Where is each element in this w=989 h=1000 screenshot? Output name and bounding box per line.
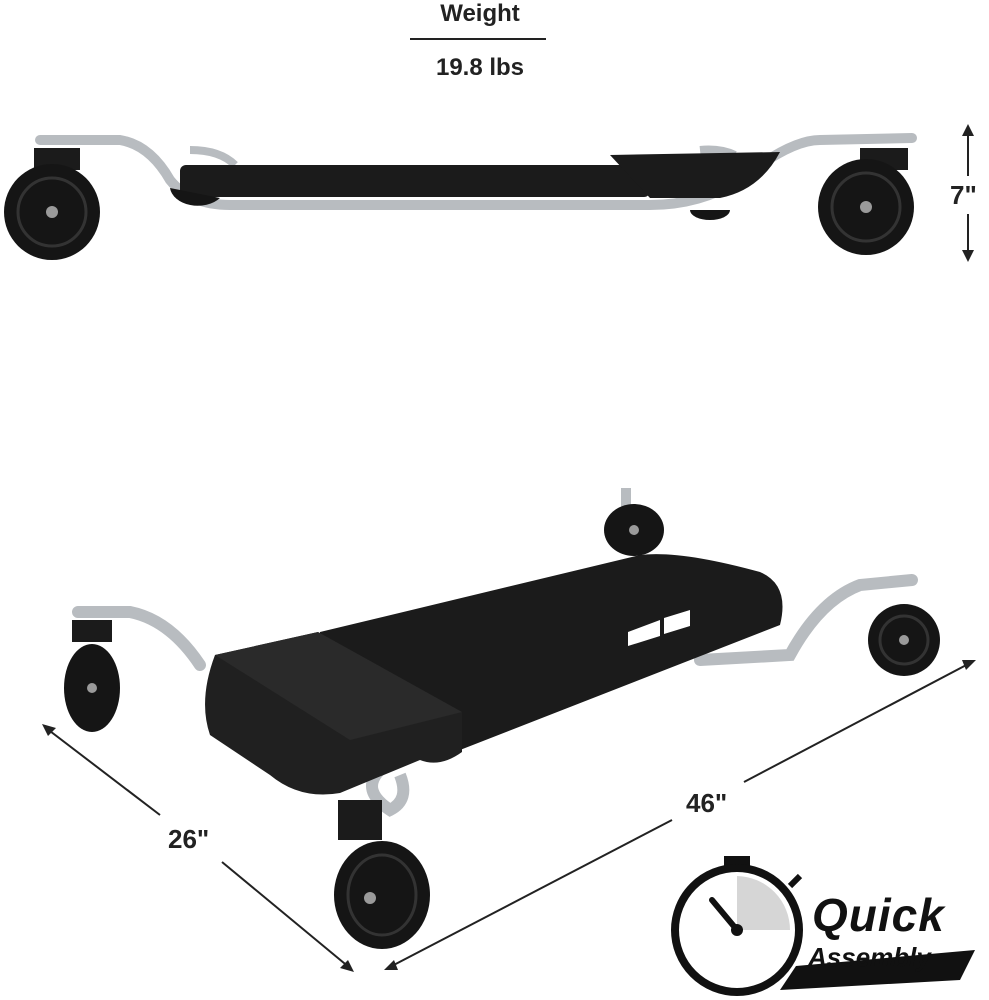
stopwatch-icon <box>671 856 975 996</box>
weight-value: 19.8 lbs <box>435 54 525 81</box>
width-label: 26" <box>168 824 210 854</box>
length-dimension-arrow <box>384 660 976 970</box>
width-dimension-arrow <box>42 724 354 972</box>
length-label: 46" <box>686 788 728 818</box>
side-view-creeper <box>4 133 917 260</box>
height-dimension-arrow <box>962 124 974 262</box>
weight-divider <box>410 38 546 40</box>
assembly-label: Assembly <box>808 942 931 972</box>
quick-label: Quick <box>812 889 945 941</box>
height-label: 7" <box>950 180 977 210</box>
weight-label: Weight <box>440 0 520 27</box>
perspective-creeper <box>64 488 940 949</box>
